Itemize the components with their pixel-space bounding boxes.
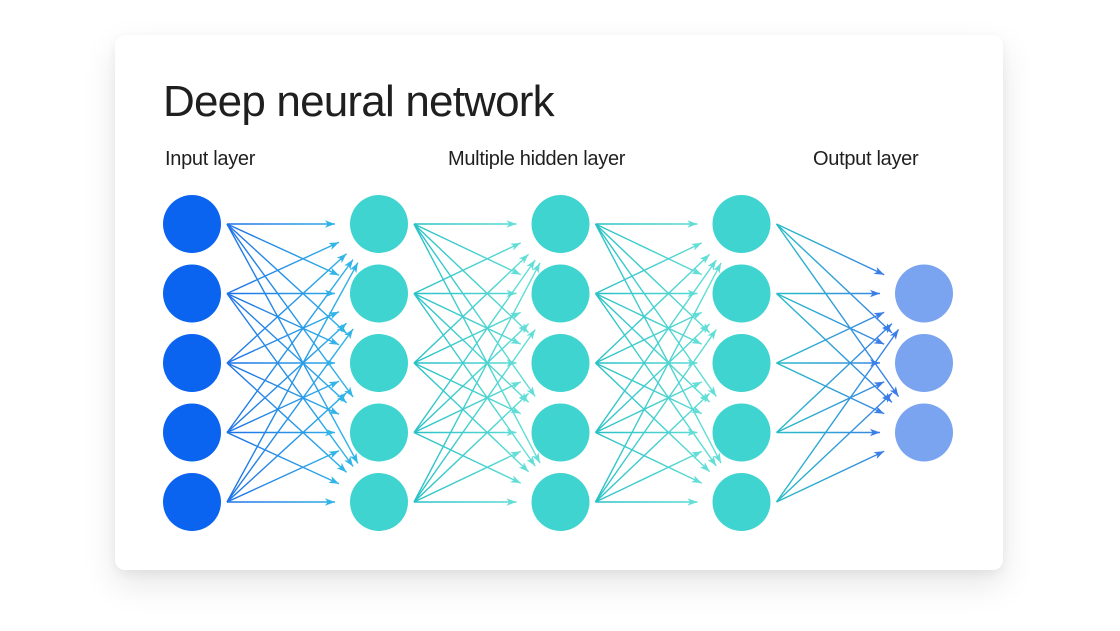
diagram-title: Deep neural network xyxy=(163,77,555,126)
hidden-layer-label: Multiple hidden layer xyxy=(448,148,626,170)
input-layer-label: Input layer xyxy=(165,148,256,170)
output-layer-label: Output layer xyxy=(813,148,919,170)
diagram-card: Deep neural network Input layer Multiple… xyxy=(115,35,1003,570)
